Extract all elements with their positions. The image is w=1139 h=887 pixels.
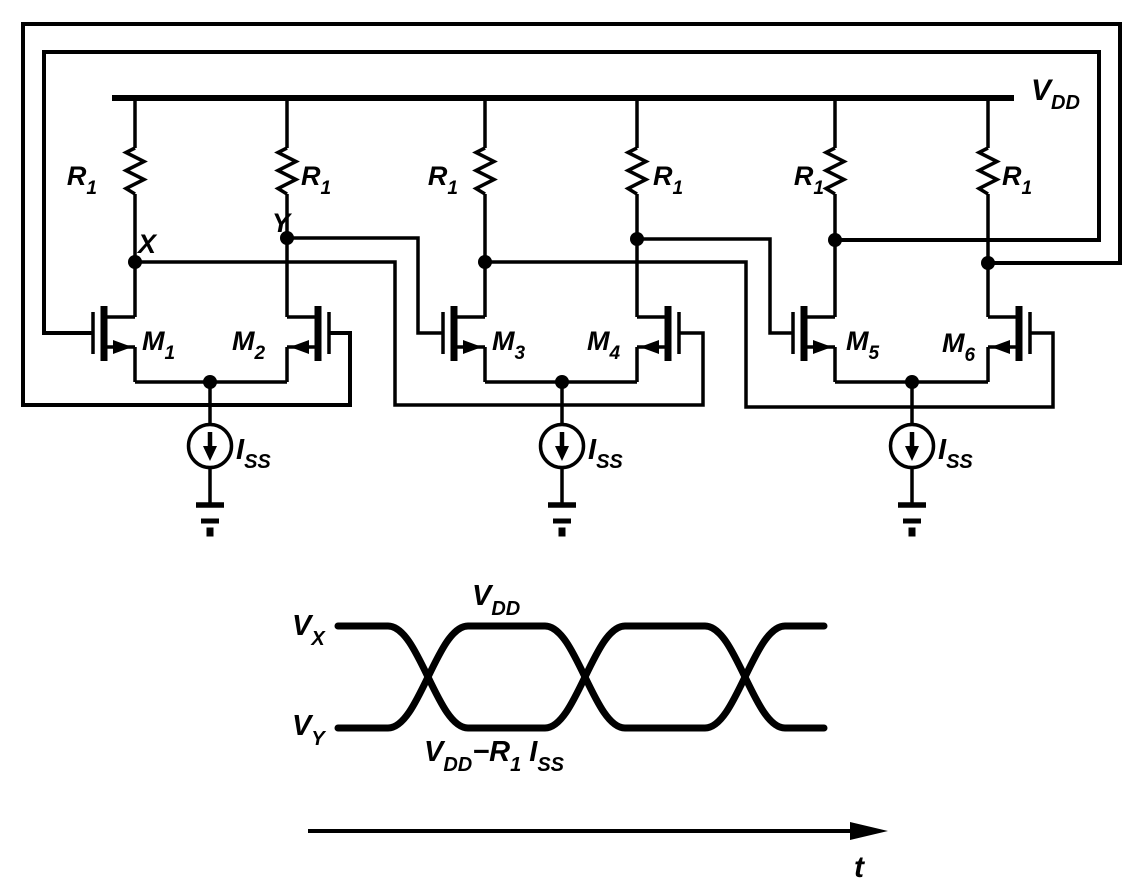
resistor-icon	[626, 146, 648, 196]
iss-label-2: ISS	[588, 434, 623, 473]
high-level-label: VDD	[472, 580, 520, 620]
transistor-label-m2: M2	[232, 326, 266, 364]
iss-label-1: ISS	[236, 434, 271, 473]
node-x-label: X	[136, 229, 158, 259]
vx-trace-label: VX	[292, 610, 326, 650]
time-axis-label: t	[854, 851, 866, 884]
resistor-icon	[124, 146, 146, 196]
node-dot-tail3	[905, 375, 919, 389]
resistor-label-4: R1	[653, 161, 683, 199]
time-axis: t	[308, 822, 888, 884]
resistor-label-6: R1	[1002, 161, 1032, 199]
node-dot-m5-drain	[828, 233, 842, 247]
node-dot-tail2	[555, 375, 569, 389]
mosfet-m3	[443, 306, 485, 382]
resistor-column-6	[977, 96, 999, 317]
resistor-column-5	[824, 96, 846, 317]
node-dot-m4-drain	[630, 232, 644, 246]
mosfet-m5	[793, 306, 835, 382]
resistor-column-3	[474, 96, 496, 317]
transistor-label-m1: M1	[142, 326, 175, 364]
wire-y-to-m3-gate	[287, 236, 443, 335]
vy-trace-label: VY	[292, 710, 326, 750]
resistor-label-5: R1	[794, 161, 824, 199]
mosfet-m6	[988, 306, 1030, 382]
vdd-label: VDD	[1031, 74, 1080, 114]
iss-label-3: ISS	[938, 434, 973, 473]
transistor-label-m5: M5	[846, 326, 880, 364]
resistor-column-2	[276, 96, 298, 317]
resistor-icon	[977, 146, 999, 196]
transistor-label-m4: M4	[587, 326, 621, 364]
mosfet-m4	[637, 306, 679, 382]
node-dot-tail1	[203, 375, 217, 389]
wire-m4-drain-to-m5-gate	[637, 237, 793, 335]
transistor-label-m6: M6	[942, 328, 976, 366]
node-dot-m3-drain	[478, 255, 492, 269]
mosfet-m1	[93, 306, 135, 382]
resistor-icon	[276, 146, 298, 196]
trace-vy	[334, 622, 828, 732]
feedback-loop-outer-m6-to-m2	[21, 22, 1122, 407]
resistor-label-2: R1	[301, 161, 331, 199]
resistor-label-3: R1	[428, 161, 458, 199]
wire-x-to-m4-gate	[135, 260, 705, 407]
wire-m3-drain-to-m6-gate	[485, 260, 1055, 409]
mosfet-m2	[287, 306, 329, 382]
feedback-loop-inner-m5-to-m1	[42, 50, 1101, 335]
current-source-stage3	[891, 382, 934, 532]
transistor-label-m3: M3	[492, 326, 526, 364]
resistor-icon	[824, 146, 846, 196]
node-dot-m6-drain	[981, 256, 995, 270]
resistor-icon	[474, 146, 496, 196]
resistor-label-1: R1	[67, 161, 97, 199]
resistor-column-1	[124, 96, 146, 317]
time-axis-arrowhead-icon	[850, 822, 888, 840]
node-y-label: Y	[272, 208, 293, 238]
resistor-column-4	[626, 96, 648, 317]
